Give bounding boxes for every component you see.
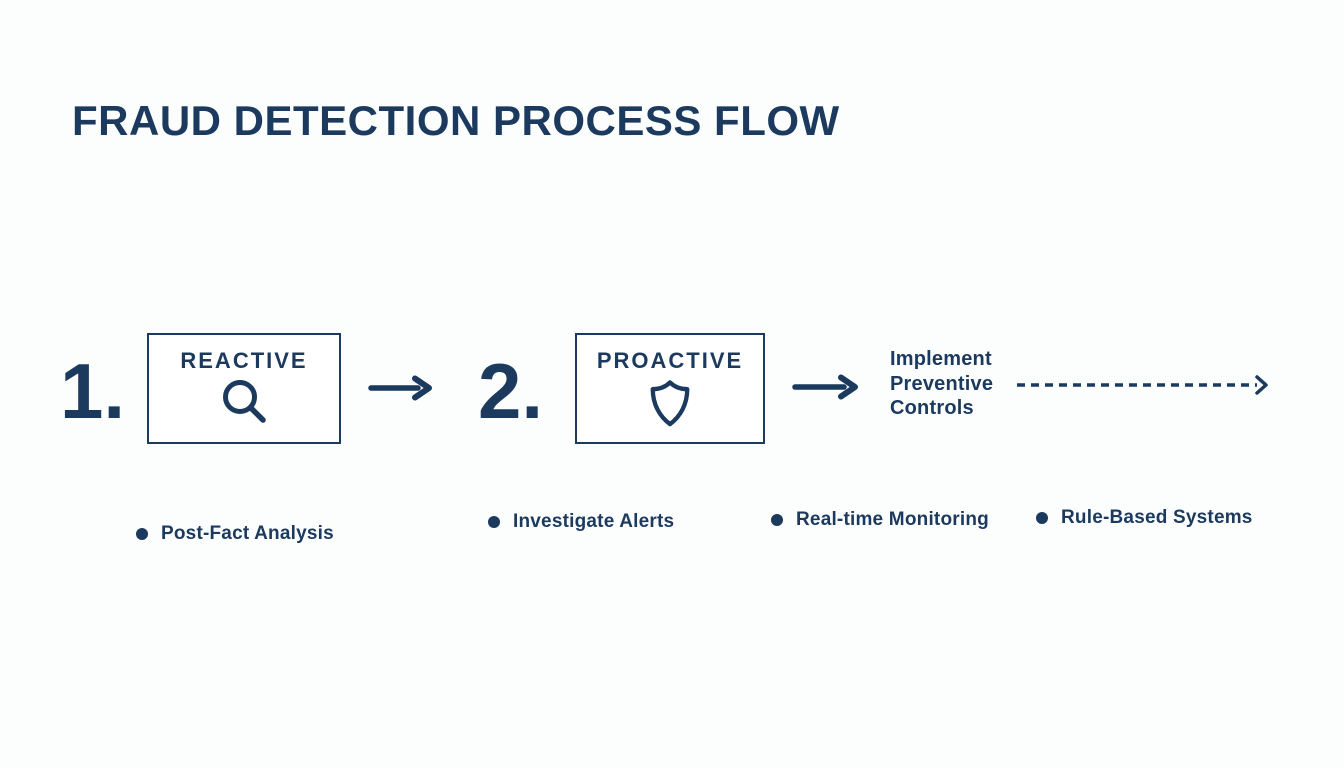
step-2-box: PROACTIVE bbox=[575, 333, 765, 444]
bullet-post-fact-analysis: Post-Fact Analysis bbox=[136, 522, 334, 546]
step-1-label: REACTIVE bbox=[180, 348, 308, 373]
outcome-line-2: Preventive bbox=[890, 372, 994, 395]
dashed-arrow-icon bbox=[1014, 373, 1276, 397]
shield-icon bbox=[647, 378, 693, 430]
outcome-line-3: Controls bbox=[890, 397, 974, 419]
bullet-label: Real-time Monitoring bbox=[796, 509, 989, 530]
ring-bullet-icon bbox=[136, 528, 148, 540]
ring-bullet-icon bbox=[771, 514, 783, 526]
step-2-number: 2. bbox=[478, 347, 544, 435]
bullet-real-time-monitoring: Real-time Monitoring bbox=[771, 508, 989, 532]
arrow-right-icon bbox=[792, 373, 862, 401]
bullet-label: Investigate Alerts bbox=[513, 511, 675, 532]
arrow-right-icon bbox=[368, 374, 436, 402]
step-1-box: REACTIVE bbox=[147, 333, 341, 444]
bullet-investigate-alerts: Investigate Alerts bbox=[488, 510, 674, 534]
outcome-text: Implement Preventive Controls bbox=[890, 347, 993, 421]
bullet-label: Post-Fact Analysis bbox=[161, 523, 334, 544]
bullet-rule-based-systems: Rule-Based Systems bbox=[1036, 506, 1253, 530]
ring-bullet-icon bbox=[488, 516, 500, 528]
step-2-label: PROACTIVE bbox=[596, 348, 744, 373]
page-title: FRAUD DETECTION PROCESS FLOW bbox=[72, 97, 840, 144]
magnifying-glass-icon bbox=[217, 378, 271, 430]
ring-bullet-icon bbox=[1036, 512, 1048, 524]
step-1-number: 1. bbox=[60, 347, 126, 435]
outcome-line-1: Implement bbox=[890, 348, 992, 370]
bullet-label: Rule-Based Systems bbox=[1061, 507, 1253, 528]
